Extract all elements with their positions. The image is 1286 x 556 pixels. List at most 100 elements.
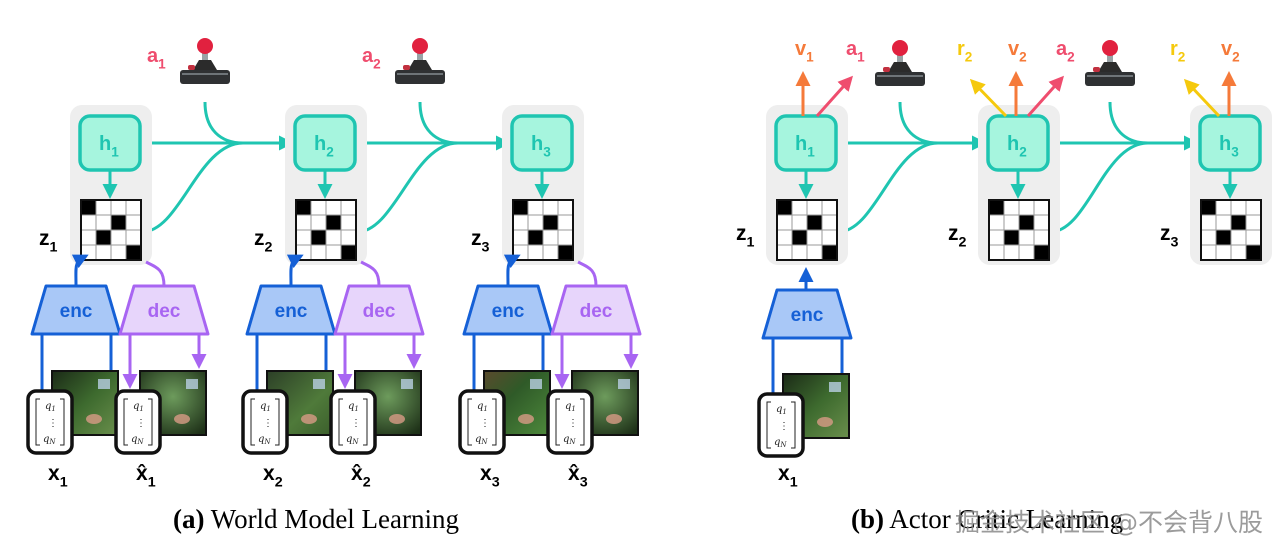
z-label-sub: 1 [747,235,755,251]
caption-b: (b) Actor Critic Learning [851,504,1123,534]
grid-cell [1033,214,1050,231]
grid-cell [295,199,312,216]
h-label-sub: 3 [1231,144,1239,159]
image-hand-patch [86,414,102,424]
joystick-base-top [408,60,432,70]
action-label: a2 [362,45,381,71]
bracket-right [275,398,280,446]
q-last-base: q [43,434,49,445]
grid-cell [1230,229,1247,246]
xhat-label: x̂2 [351,462,371,491]
grid-border [295,199,357,261]
grid-cell [340,244,357,261]
grid-border [80,199,142,261]
q-first: q1 [477,401,488,413]
dec-label: dec [580,301,613,322]
bracket-right [60,398,65,446]
joystick-stripe [877,75,923,77]
h-label-base: h [1007,133,1019,155]
vector-card [757,392,805,458]
decoder-links-a-1 [122,260,207,389]
joystick-icon-a-2 [395,38,445,84]
grid-cell [776,214,793,231]
q-dots: ⋮ [351,418,361,429]
encoder-links-b-1 [771,267,844,394]
xhat-label-sub: 3 [580,475,588,491]
h-label-sub: 2 [1019,144,1027,159]
z-label-base: z [471,227,482,250]
q-dots: ⋮ [779,421,789,432]
z-label-sub: 2 [265,240,273,256]
grid-cell [512,214,529,231]
grid-cell [340,229,357,246]
q-last: qN [563,434,576,446]
grid-cell [325,199,342,216]
x-label: x3 [480,462,500,491]
vector-card [241,389,289,455]
grid-cell [125,244,142,261]
grid-border [1200,199,1262,261]
q-first: q1 [260,401,271,413]
observation-b-x-1: q1⋮qN [757,373,850,458]
h-label: h3 [531,133,551,159]
output-label-base: r [957,38,965,60]
q-last-sub: N [263,438,271,446]
action-label-base: a [147,45,159,67]
q-last-sub: N [480,438,488,446]
q-last-sub: N [568,438,576,446]
grid-cell [542,244,559,261]
transition-a-2 [356,101,511,234]
grid-cell [806,244,823,261]
q-first-base: q [565,401,571,412]
q-first: q1 [45,401,56,413]
action-arrow-1 [815,75,854,118]
reconstruction-x-3: q1⋮qN [546,370,639,455]
grid-cell [1200,214,1217,231]
q-last-base: q [131,434,137,445]
z-label-base: z [948,222,959,245]
image-hand-patch [174,414,190,424]
bracket-right [791,401,796,449]
x-label-sub: 3 [492,475,500,491]
bracket-left [467,398,472,446]
grid-cell [557,214,574,231]
q-last-base: q [346,434,352,445]
q-first-sub: 1 [354,405,358,413]
q-first-base: q [776,404,782,415]
grid-cell [791,229,808,246]
q-last-sub: N [48,438,56,446]
q-last-sub: N [136,438,144,446]
vector-card [114,389,162,455]
joystick-base-top [888,62,912,72]
grid-cell [542,214,559,231]
vector-card [546,389,594,455]
action-label-base: a [362,45,374,67]
z-to-decoder-line [577,260,598,287]
action-label: a1 [147,45,166,71]
decoder-a-1: dec [118,284,210,336]
grid-cell [1245,199,1262,216]
encoder-to-z-arrow [71,254,89,287]
h-state-2: h2 [293,114,357,172]
z-label-sub: 3 [482,240,490,256]
grid-border [512,199,574,261]
h-label: h1 [795,133,815,159]
joystick-icon-b-1 [875,40,925,86]
q-last-sub: N [779,441,787,449]
grid-cell [110,229,127,246]
decoder-links-a-3 [554,260,639,389]
bracket-right [580,398,585,446]
q-first-base: q [133,401,139,412]
output-label-sub: 2 [965,49,973,64]
xhat-label: x̂3 [568,462,588,491]
grid-cell [527,229,544,246]
joystick-ball [892,40,908,56]
xhat-label-base: x̂ [568,462,580,485]
grid-cell [295,229,312,246]
grid-cell [1033,199,1050,216]
dec-shape [118,284,210,336]
caption-b-tag: (b) [851,504,884,534]
q-first-sub: 1 [483,405,487,413]
z-grid-2 [295,199,357,261]
z-label-b-1: z1 [736,222,755,251]
